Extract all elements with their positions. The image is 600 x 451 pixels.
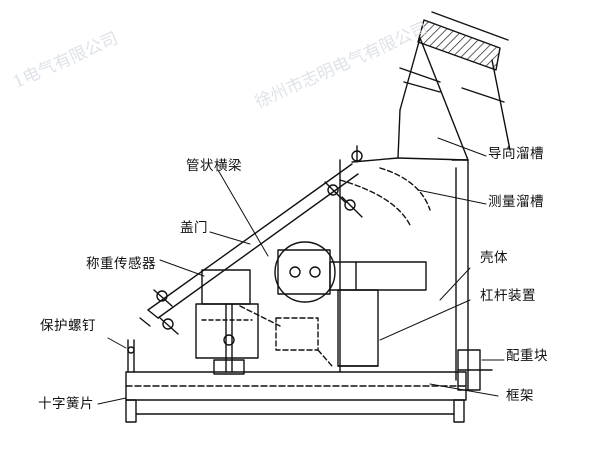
label-cover-door: 盖门 [180,220,208,236]
label-guide-chute: 导向溜槽 [488,146,544,162]
load-cell [195,269,259,375]
label-load-cell: 称重传感器 [86,256,156,272]
label-frame: 框架 [506,388,534,404]
bolts [153,145,363,335]
protect-screw-post [127,339,135,373]
counterweight [457,349,493,391]
leader-lines [97,137,505,405]
guide-chute [397,11,511,161]
label-counterweight: 配重块 [506,348,548,364]
label-housing: 壳体 [480,250,508,266]
cover-slope [139,163,359,327]
label-lever-device: 杠杆装置 [480,288,536,304]
frame [125,371,467,423]
label-tubular-beam: 管状横梁 [186,158,242,174]
label-measuring-chute: 测量溜槽 [488,194,544,210]
measuring-chute [339,167,431,226]
housing [339,157,469,391]
label-protect-screw: 保护螺钉 [40,318,96,334]
tubular-beam [274,241,336,303]
internal-dashed-parts [239,305,333,367]
lever-device [329,261,427,367]
label-cross-spring: 十字簧片 [38,396,94,412]
